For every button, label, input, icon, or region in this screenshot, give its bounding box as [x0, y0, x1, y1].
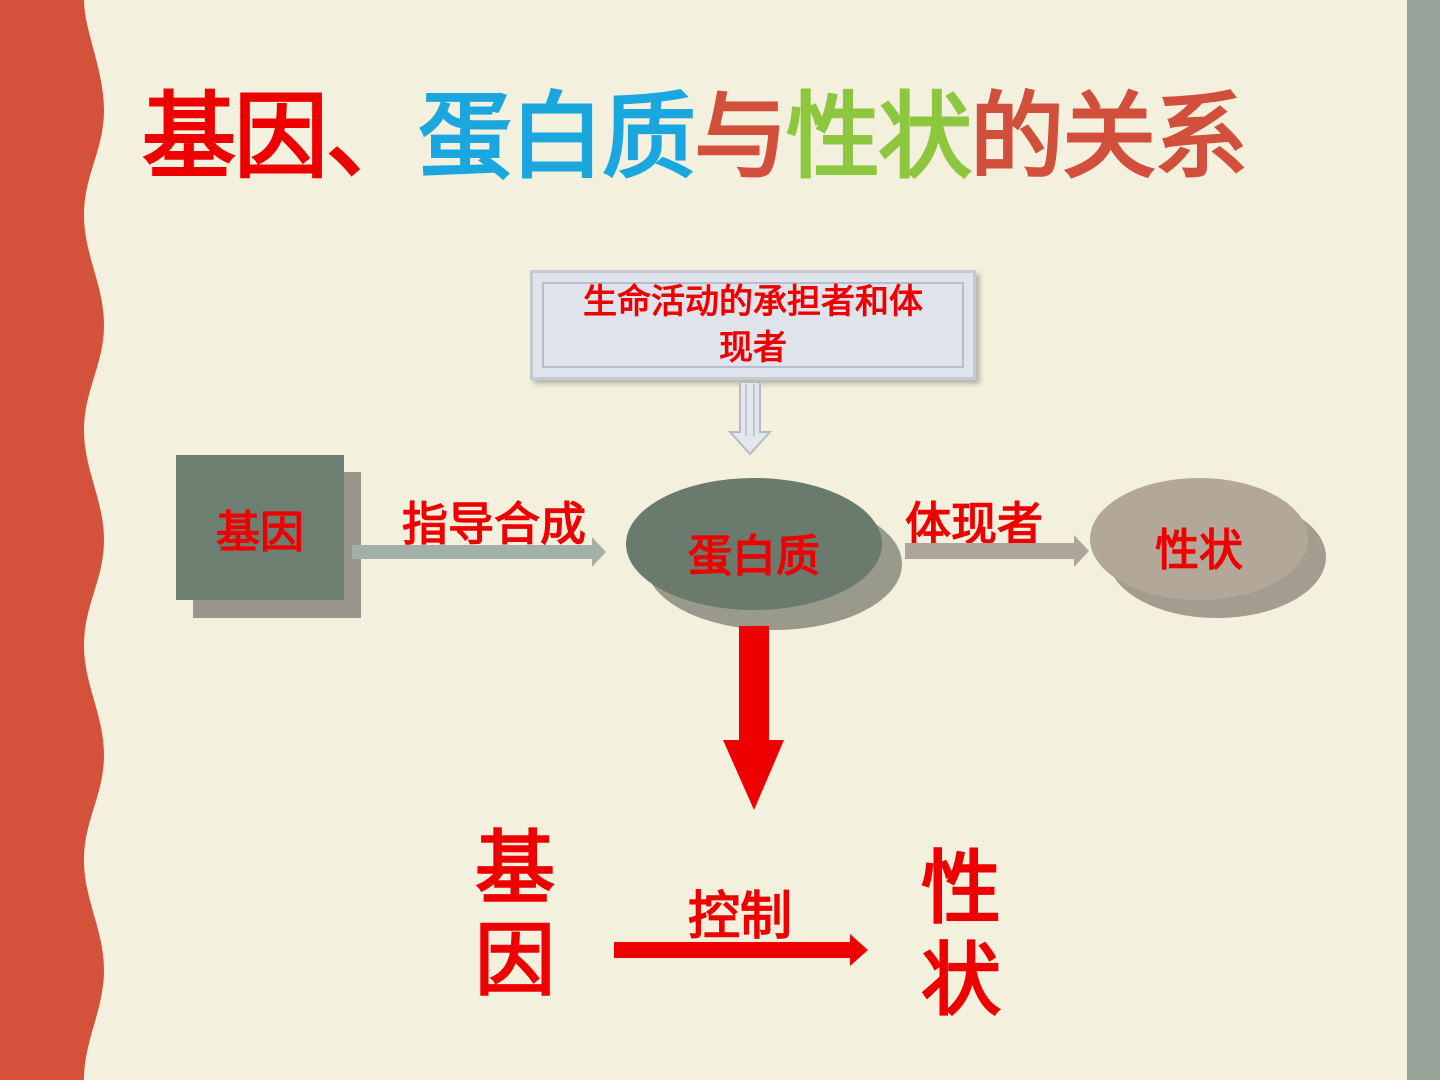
protein-label: 蛋白质 — [688, 531, 820, 582]
slide-title: 基因、蛋白质与性状的关系 — [142, 83, 1248, 192]
callout-box: 生命活动的承担者和体 现者 — [530, 270, 976, 380]
trait-label: 性状 — [1155, 525, 1243, 576]
trait-ellipse — [1090, 478, 1308, 600]
summary-trait: 性 状 — [916, 843, 1006, 1027]
gene-box: 基因 — [176, 455, 344, 600]
summary-gene-char2: 因 — [475, 914, 555, 1007]
title-protein: 蛋白质 — [418, 83, 696, 192]
title-trait: 性状 — [786, 83, 972, 192]
right-band — [1407, 0, 1440, 1080]
summary-trait-char2: 状 — [921, 934, 1001, 1027]
callout-arrow-icon — [727, 381, 773, 456]
edge-label-synthesis: 指导合成 — [402, 497, 586, 551]
callout-line1: 生命活动的承担者和体 — [583, 282, 923, 322]
summary-trait-char1: 性 — [921, 842, 1001, 935]
protein-ellipse — [626, 478, 882, 610]
title-and: 与 — [694, 83, 788, 192]
callout-line2: 现者 — [719, 328, 787, 368]
gene-label: 基因 — [216, 506, 304, 558]
title-relation: 的关系 — [970, 83, 1248, 192]
edge-label-control: 控制 — [688, 887, 793, 947]
down-arrow-icon — [723, 626, 784, 810]
left-wave-band — [0, 0, 104, 1080]
summary-gene: 基 因 — [470, 823, 560, 1007]
callout-text: 生命活动的承担者和体 现者 — [542, 282, 964, 368]
summary-gene-char1: 基 — [475, 822, 555, 915]
edge-label-embodiment: 体现者 — [905, 497, 1043, 551]
title-gene: 基因、 — [142, 83, 420, 192]
